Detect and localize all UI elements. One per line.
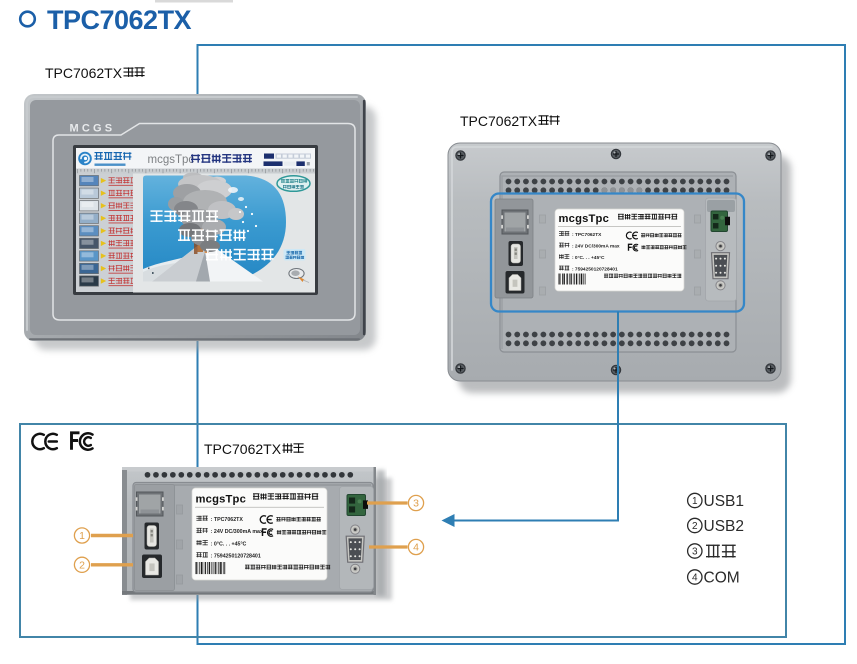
svg-text:mcgsTpc: mcgsTpc (559, 213, 610, 225)
svg-text:: 7594250120728401: : 7594250120728401 (211, 554, 261, 560)
svg-text:2: 2 (79, 559, 85, 571)
svg-text:: 24V DC/300mA max: : 24V DC/300mA max (211, 529, 263, 535)
svg-text:4: 4 (413, 542, 419, 554)
svg-text:USB2: USB2 (704, 518, 745, 535)
svg-text:TPC7062TX: TPC7062TX (460, 113, 538, 129)
svg-text:mcgsTpc: mcgsTpc (148, 154, 195, 166)
svg-text:: 7594250120728401: : 7594250120728401 (572, 267, 618, 273)
svg-text:TPC7062TX: TPC7062TX (45, 65, 123, 81)
svg-text:COM: COM (704, 570, 740, 587)
svg-text:2: 2 (692, 521, 698, 532)
svg-text:USB1: USB1 (704, 493, 745, 510)
svg-text:mcgsTpc: mcgsTpc (196, 494, 247, 506)
svg-text:TPC7062TX: TPC7062TX (204, 441, 282, 457)
svg-text:3: 3 (413, 498, 419, 510)
svg-text:3: 3 (692, 547, 698, 558)
svg-text:1: 1 (692, 496, 698, 507)
svg-text:: 0°C. . . +45°C: : 0°C. . . +45°C (572, 255, 605, 261)
svg-text:1: 1 (79, 530, 85, 542)
svg-text:TPC7062TX: TPC7062TX (47, 5, 192, 35)
svg-text:MCGS: MCGS (70, 123, 116, 135)
svg-text:: 0°C. . . +45°C: : 0°C. . . +45°C (211, 541, 247, 547)
svg-text:: 24V DC/300mA max: : 24V DC/300mA max (572, 244, 620, 250)
svg-text:: TPC7062TX: : TPC7062TX (211, 517, 244, 523)
svg-text:4: 4 (692, 573, 698, 584)
svg-text:: TPC7062TX: : TPC7062TX (572, 232, 602, 238)
